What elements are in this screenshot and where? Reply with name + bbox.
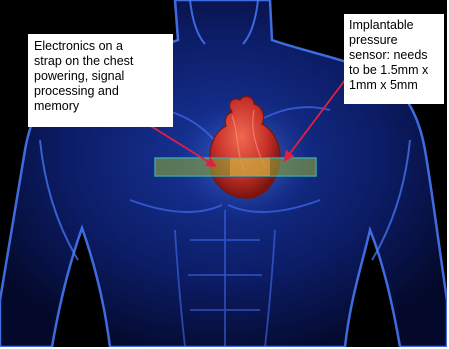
sensor-highlight — [230, 158, 270, 176]
electronics-label: Electronics on a strap on the chest powe… — [34, 39, 167, 114]
electronics-callout: Electronics on a strap on the chest powe… — [28, 34, 173, 127]
sensor-callout: Implantable pressure sensor: needs to be… — [344, 14, 444, 104]
sensor-label: Implantable pressure sensor: needs to be… — [349, 18, 439, 93]
